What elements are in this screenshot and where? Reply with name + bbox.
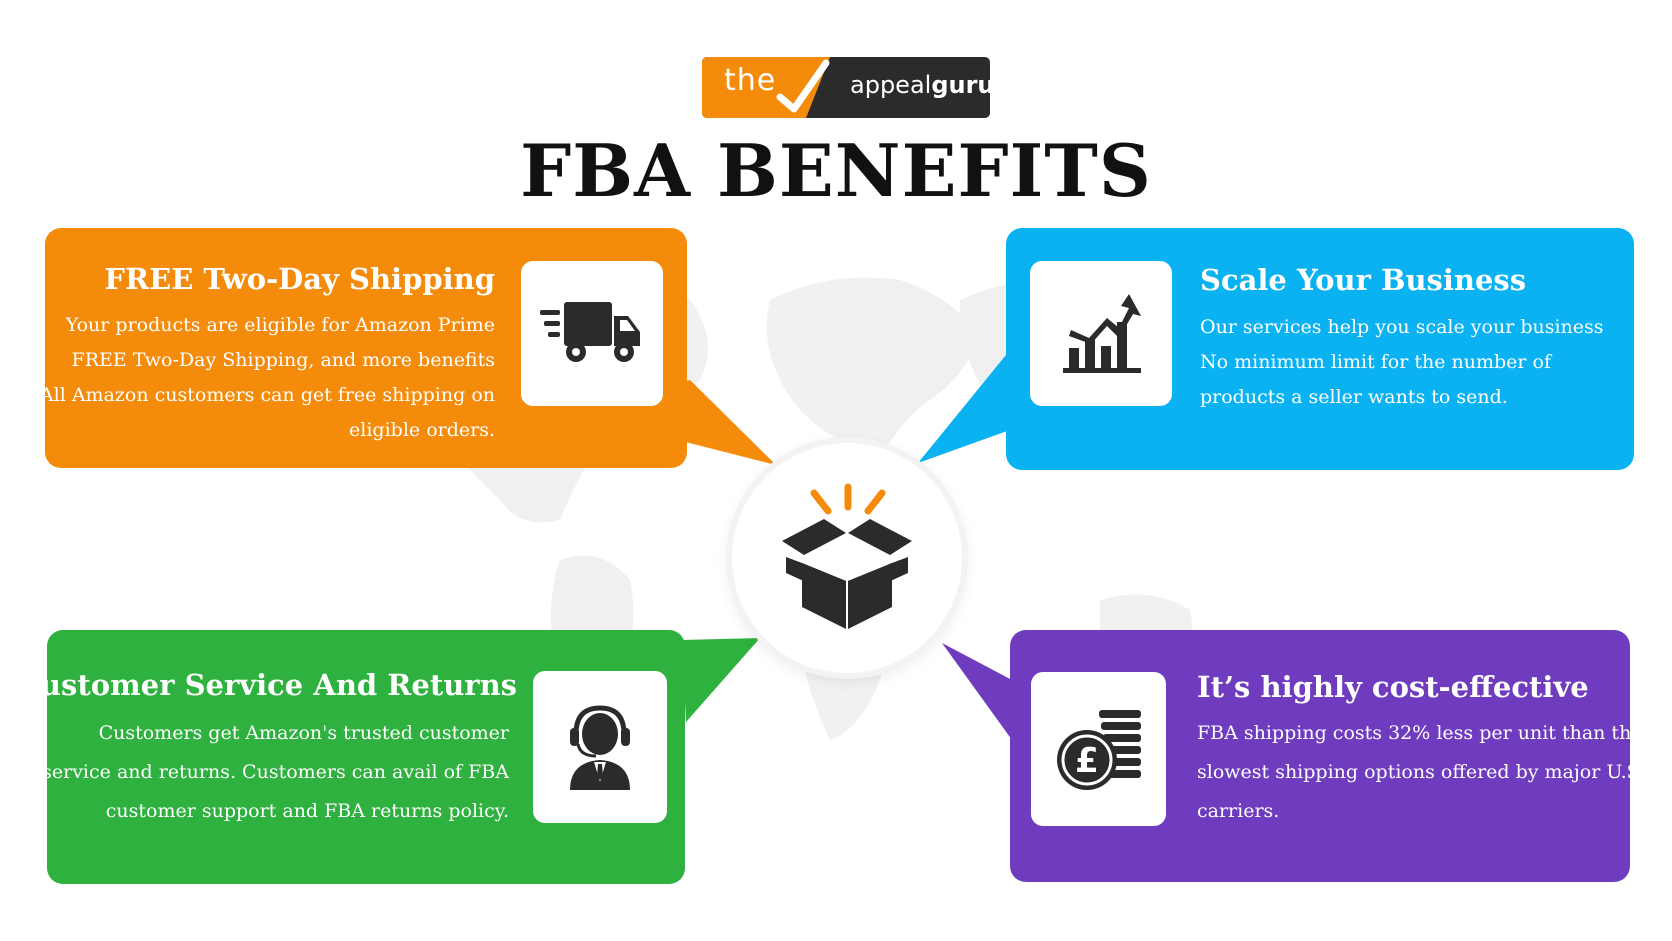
svg-text:£: £ bbox=[1075, 741, 1099, 781]
pointer-purple bbox=[942, 643, 1012, 740]
page-title: FBA BENEFITS bbox=[520, 128, 1152, 213]
pound-coins-icon: £ bbox=[1056, 710, 1141, 790]
logo-text-the: the bbox=[724, 63, 777, 98]
pointer-green bbox=[682, 638, 760, 722]
growth-chart-icon bbox=[1063, 293, 1141, 373]
logo-badge-shape bbox=[702, 57, 990, 118]
burst-lines bbox=[810, 483, 886, 515]
card-description: Customers get Amazon's trusted customer … bbox=[42, 722, 509, 822]
icon-box bbox=[1030, 261, 1172, 406]
check-mark-icon bbox=[776, 59, 830, 113]
icon-box bbox=[521, 261, 663, 406]
logo-text-appealguru: appealguru bbox=[850, 71, 990, 99]
card-customer-service: Customer Service And Returns Customers g… bbox=[17, 630, 685, 884]
icon-box: £ bbox=[1031, 672, 1166, 826]
card-cost-effective: £ It’s highly cost-effective FBA shippin… bbox=[1010, 630, 1645, 882]
open-box-icon bbox=[782, 483, 912, 629]
card-title: Scale Your Business bbox=[1200, 263, 1527, 297]
card-title: It’s highly cost-effective bbox=[1197, 670, 1589, 704]
central-hub bbox=[732, 443, 962, 673]
support-agent-icon bbox=[570, 705, 630, 790]
pointer-blue bbox=[918, 350, 1010, 463]
icon-box bbox=[533, 671, 667, 823]
card-scale-business: Scale Your Business Our services help yo… bbox=[1006, 228, 1634, 470]
card-description: Our services help you scale your busines… bbox=[1200, 316, 1604, 408]
delivery-truck-icon bbox=[540, 301, 640, 362]
card-description: Your products are eligible for Amazon Pr… bbox=[39, 314, 495, 441]
card-title: Customer Service And Returns bbox=[16, 668, 517, 702]
card-description: FBA shipping costs 32% less per unit tha… bbox=[1197, 722, 1646, 822]
appealguru-logo: the appealguru bbox=[702, 57, 990, 118]
card-free-shipping: FREE Two-Day Shipping Your products are … bbox=[40, 228, 687, 468]
card-title: FREE Two-Day Shipping bbox=[104, 262, 495, 296]
